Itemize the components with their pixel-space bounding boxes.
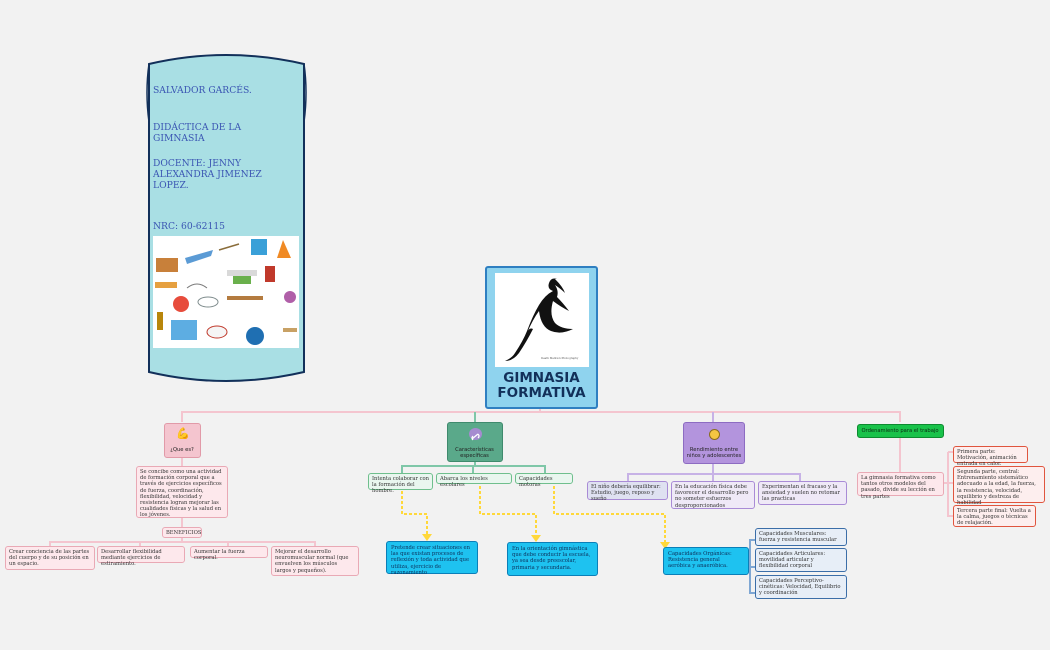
- que-es-title: ¿Que es?: [170, 447, 194, 453]
- char-item-1[interactable]: Intenta colaborar con la formación del h…: [368, 473, 433, 494]
- ordenamiento-node[interactable]: Ordenamiento para el trabajo: [857, 424, 944, 438]
- author-text: SALVADOR GARCÉS.: [153, 85, 252, 96]
- gym-equipment-clipart: [153, 236, 299, 348]
- lesson-part-2[interactable]: Segunda parte, central: Entrenamiento si…: [953, 466, 1045, 506]
- central-topic[interactable]: Death Mention Photography GIMNASIA FORMA…: [485, 266, 598, 409]
- lesson-description[interactable]: La gimnasia formativa como tantos otros …: [857, 472, 944, 500]
- nrc-text: NRC: 60-62115: [153, 221, 226, 232]
- course-text: DIDÁCTICA DE LA GIMNASIA: [153, 122, 242, 144]
- rend-item-1[interactable]: El niño debería equilibrar: Estudio, jue…: [587, 481, 668, 502]
- ordenamiento-title: Ordenamiento para el trabajo: [861, 428, 939, 434]
- capacity-perceptive[interactable]: Capacidades Perceptivo-cinéticas: Veloci…: [755, 575, 847, 599]
- char-item-3[interactable]: Capacidades motoras: [515, 473, 573, 488]
- definition-box[interactable]: Se concibe como una actividad de formaci…: [136, 466, 228, 518]
- char-item-2[interactable]: Abarca los niveles escolares: [436, 473, 512, 488]
- benefit-item-4[interactable]: Mejorar el desarrollo neuromuscular norm…: [271, 546, 359, 576]
- benefit-item-1[interactable]: Crear conciencia de las partes del cuerp…: [5, 546, 95, 570]
- caracteristicas-node[interactable]: Características específicas: [447, 422, 503, 462]
- school-orientation-note[interactable]: En la orientación gimnástica que debe co…: [507, 542, 598, 576]
- timer-icon: [709, 429, 720, 440]
- organic-capacities-note[interactable]: Capacidades Orgánicas: Resistencia gener…: [663, 547, 749, 575]
- capacity-muscular[interactable]: Capacidades Musculares: fuerza y resiste…: [755, 528, 847, 546]
- que-es-node[interactable]: 💪 ¿Que es?: [164, 423, 201, 458]
- benefits-label[interactable]: BENEFICIOS: [162, 527, 202, 538]
- teacher-text: DOCENTE: JENNY ALEXANDRA JIMENEZ LOPEZ.: [153, 158, 262, 191]
- lesson-part-3[interactable]: Tercera parte final: Vuelta a la calma, …: [953, 505, 1036, 527]
- gymnast-silhouette-icon: [505, 278, 573, 361]
- reflection-note[interactable]: Pretende crear situaciones en las que ex…: [386, 541, 478, 576]
- image-caption: Death Mention Photography: [541, 357, 579, 360]
- link-icon: [469, 428, 482, 441]
- lesson-part-1[interactable]: Primera parte: Motivación, animación ent…: [953, 446, 1028, 467]
- gym-equipment-icon: [155, 239, 297, 345]
- link-glyph: [471, 433, 480, 441]
- rendimiento-title: Rendimiento entre niños y adolescentes: [686, 447, 742, 459]
- title-scroll: SALVADOR GARCÉS. DIDÁCTICA DE LA GIMNASI…: [143, 52, 310, 384]
- caracteristicas-title: Características específicas: [455, 447, 494, 459]
- central-title: GIMNASIA FORMATIVA: [497, 370, 586, 401]
- gymnast-image: Death Mention Photography: [495, 273, 589, 367]
- benefit-item-3[interactable]: Aumentar la fuerza corporal.: [190, 546, 268, 561]
- rendimiento-node[interactable]: Rendimiento entre niños y adolescentes: [683, 422, 745, 464]
- benefit-item-2[interactable]: Desarrollar flexibilidad mediante ejerci…: [97, 546, 185, 567]
- capacity-articular[interactable]: Capacidades Articulares: movilidad artic…: [755, 548, 847, 572]
- rend-item-2[interactable]: En la educación física debe favorecer el…: [671, 481, 755, 509]
- rend-item-3[interactable]: Experimentan el fracaso y la ansiedad y …: [758, 481, 847, 505]
- flexed-arm-icon: 💪: [176, 427, 190, 440]
